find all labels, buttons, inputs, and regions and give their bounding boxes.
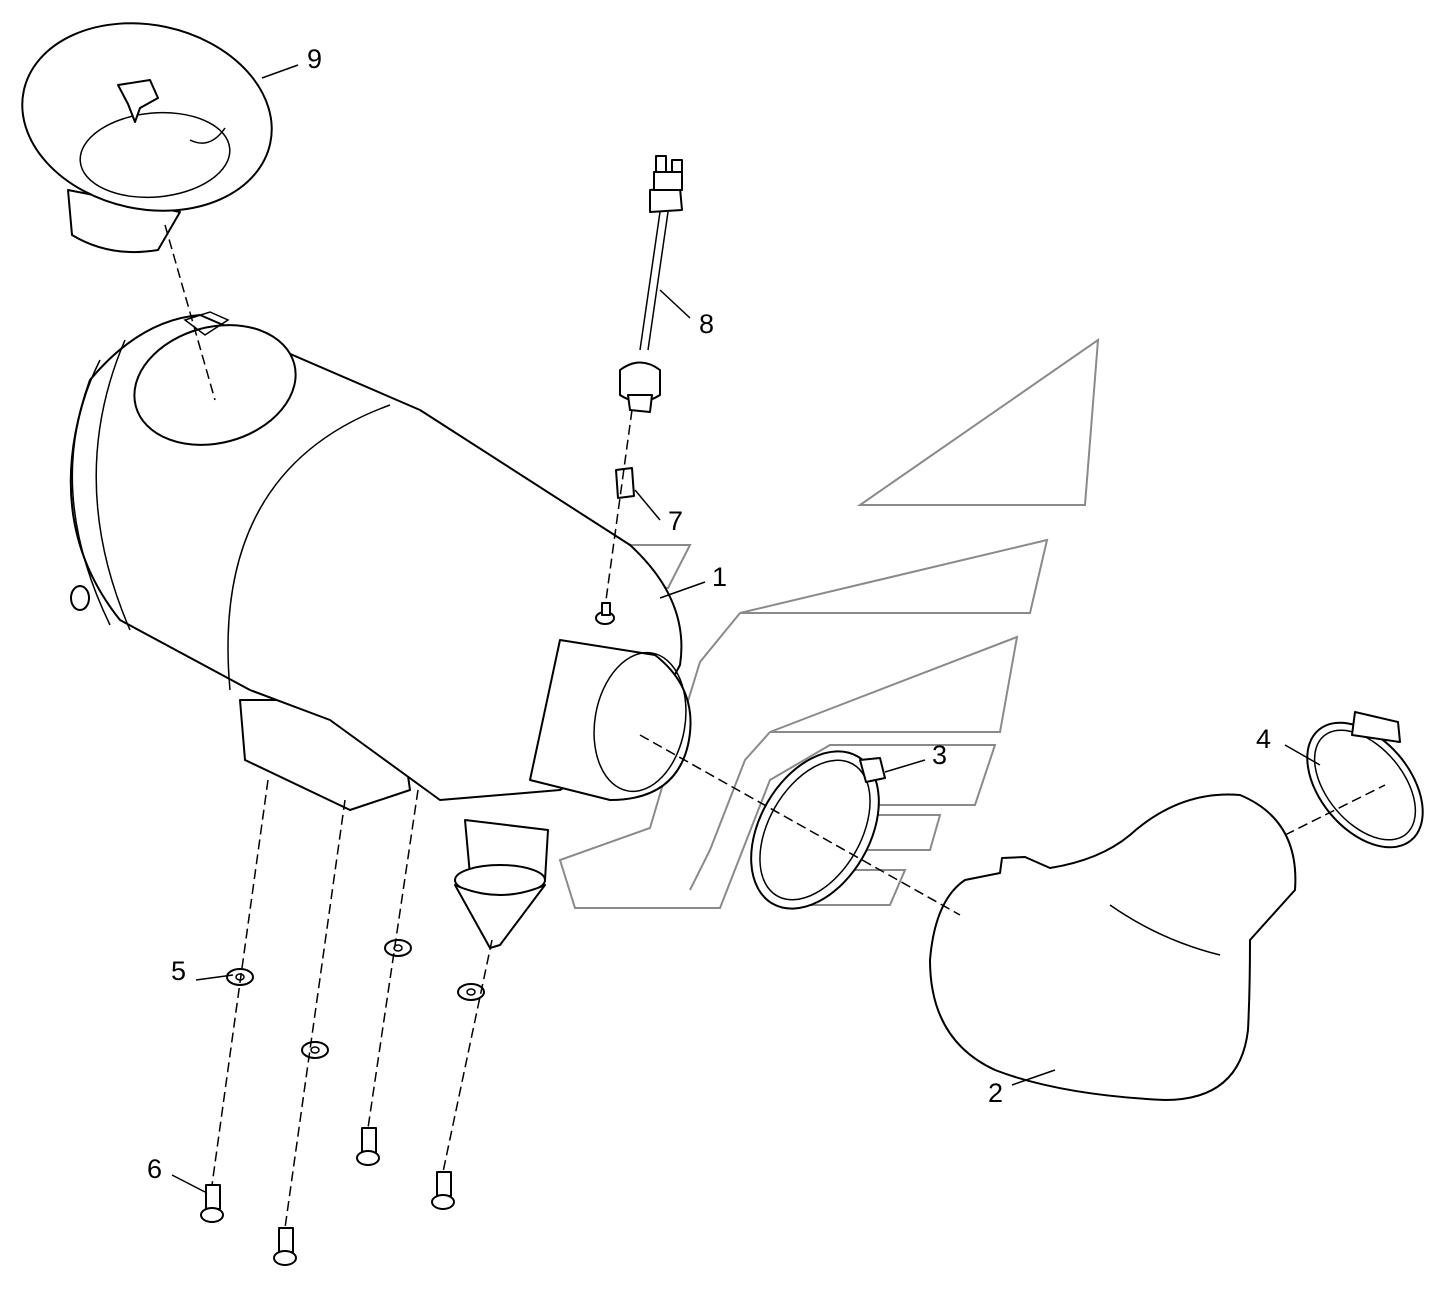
vacuator-valve	[454, 884, 546, 949]
leader-lines	[171, 64, 1321, 1193]
centerline-bolt-2	[284, 799, 346, 1229]
bolt-3	[356, 1127, 380, 1166]
callout-8: 8	[699, 309, 714, 339]
watermark-wing-3	[769, 635, 1019, 733]
sensor-connector	[649, 187, 683, 213]
rain-cap	[21, 22, 273, 254]
rain-cap-rim	[21, 22, 273, 212]
hose-clamp-right-screw	[1351, 711, 1401, 743]
hose-clamp-left-screw	[859, 757, 886, 783]
centerline-bolt-1	[211, 779, 269, 1186]
callout-7: 7	[668, 506, 683, 536]
housing-clamp-latch	[183, 311, 230, 336]
washer-4-hole	[466, 988, 476, 996]
rain-cap-clip	[117, 79, 159, 123]
centerline-bolt-4	[442, 939, 493, 1173]
callout-9: 9	[307, 44, 322, 74]
bolt-4	[431, 1171, 455, 1210]
restriction-sensor	[619, 155, 683, 413]
hose-clamp-left	[750, 750, 886, 910]
elbow-hose-body	[929, 793, 1297, 1101]
rain-cap-opening	[79, 111, 231, 199]
housing-outlet-opening	[593, 651, 687, 793]
watermark-wing-2	[739, 538, 1049, 614]
air-filter-housing	[69, 311, 692, 949]
centerline-hose	[1284, 784, 1386, 836]
washer-2-hole	[310, 1046, 320, 1054]
hose-clamp-right-inner	[1313, 729, 1417, 841]
elbow-hose-crease	[1109, 904, 1221, 956]
housing-side-latch	[70, 585, 90, 611]
housing-endcap-band-2	[95, 339, 131, 631]
sensor-plug	[653, 171, 683, 191]
sensor-wire-1	[639, 211, 661, 351]
washer-4	[457, 983, 485, 1001]
callout-2: 2	[988, 1078, 1003, 1108]
washer-3	[384, 939, 412, 957]
callout-5: 5	[171, 956, 186, 986]
housing-seam	[227, 404, 391, 691]
bolt-2	[273, 1227, 297, 1266]
hose-clamp-right-band	[1306, 721, 1424, 849]
rain-cap-latch	[189, 127, 226, 144]
centerline-cap	[164, 224, 216, 401]
housing-endcap-band	[71, 359, 111, 626]
watermark-stroke-2	[689, 731, 771, 891]
callout-4: 4	[1256, 724, 1271, 754]
sensor-wire-2	[647, 211, 669, 351]
hose-clamp-left-inner	[759, 759, 871, 901]
sensor-thread	[627, 394, 653, 413]
hose-clamp-left-band	[750, 750, 880, 910]
centerline-sensor	[605, 409, 633, 601]
washer-1	[226, 968, 254, 986]
centerline-bolt-3	[367, 789, 419, 1129]
washer-2	[301, 1041, 329, 1059]
callout-1: 1	[712, 562, 727, 592]
centerline-outlet	[639, 734, 961, 916]
callout-6: 6	[147, 1154, 162, 1184]
callout-3: 3	[932, 740, 947, 770]
hose-clamp-right	[1306, 711, 1424, 849]
housing-top-inlet	[133, 324, 297, 446]
rain-cap-skirt	[67, 189, 181, 254]
elbow-hose	[929, 793, 1297, 1101]
bolt-1	[200, 1184, 224, 1223]
callouts: 9 8 7 1 3 4 2 5 6	[147, 44, 1271, 1184]
housing-outlet	[529, 639, 692, 801]
watermark-wing-1	[856, 337, 1100, 506]
sensor-pin-1	[655, 155, 667, 173]
assembly-centerlines	[164, 224, 1386, 1229]
adapter-fitting	[615, 467, 635, 499]
sensor-port-fitting	[601, 602, 611, 616]
